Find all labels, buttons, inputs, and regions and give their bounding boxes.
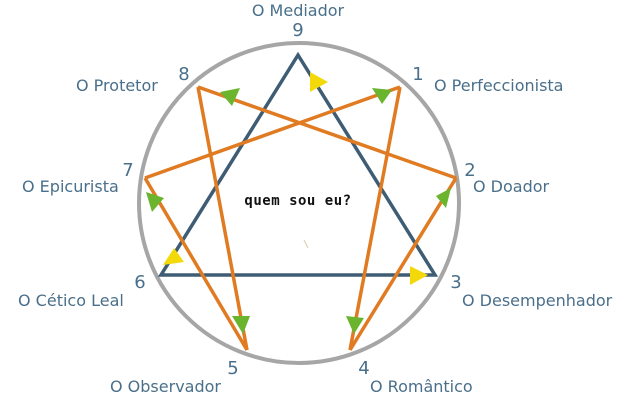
point-number-4: 4 [358,358,369,379]
type-name-8: O Protetor [76,76,158,95]
type-name-3: O Desempenhador [462,291,613,310]
line-2-8 [197,85,457,180]
arrow-green-icon [372,88,392,104]
type-name-6: O Cético Leal [18,291,124,310]
type-name-1: O Perfeccionista [434,76,563,95]
decorative-tick [303,239,309,249]
type-name-7: O Epicurista [22,177,119,196]
arrow-green-icon [436,188,451,208]
type-name-2: O Doador [473,177,550,196]
enneagram-circle [137,41,461,365]
line-7-1 [144,85,401,180]
line-8-5 [196,86,249,351]
type-name-5: O Observador [110,377,221,396]
arrow-green-icon [346,316,364,334]
point-number-6: 6 [134,272,145,293]
point-number-9: 9 [292,20,303,41]
arrow-yellow-icon [410,266,428,285]
arrow-green-icon [220,88,240,106]
point-number-1: 1 [412,64,423,85]
triangle-9-3-6 [157,51,439,277]
line-1-4 [348,86,402,351]
point-number-8: 8 [178,64,189,85]
line-5-7 [143,177,249,351]
point-number-7: 7 [122,160,133,181]
type-name-9: O Mediador [252,1,345,20]
center-question: quem sou eu? [244,193,351,209]
point-number-3: 3 [450,272,461,293]
arrow-yellow-icon [163,248,184,265]
arrow-yellow-icon [310,72,328,92]
type-name-4: O Romântico [370,377,473,396]
line-4-2 [348,177,458,351]
arrow-green-icon [232,316,250,334]
point-number-2: 2 [464,160,475,181]
arrow-green-icon [146,192,164,212]
point-number-5: 5 [227,358,238,379]
